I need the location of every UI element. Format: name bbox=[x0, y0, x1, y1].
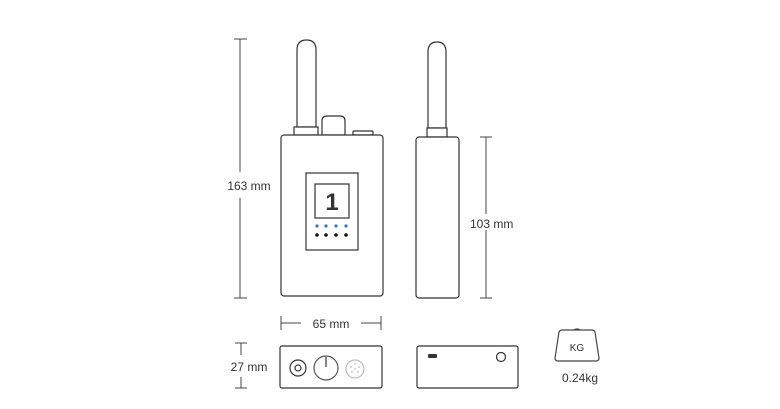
depth-dimension: 27 mm bbox=[231, 342, 268, 389]
weight-icon-label: KG bbox=[570, 343, 585, 354]
side-height-label: 103 mm bbox=[470, 217, 513, 231]
status-leds bbox=[315, 224, 348, 228]
height-dimension: 163 mm bbox=[227, 38, 271, 299]
antenna-base bbox=[293, 126, 319, 136]
volume-knob bbox=[313, 355, 339, 381]
side-view bbox=[415, 41, 460, 299]
side-antenna-base bbox=[426, 127, 448, 138]
channel-display bbox=[314, 183, 350, 219]
top-view bbox=[279, 345, 383, 389]
side-body bbox=[415, 136, 460, 299]
channel-number: 1 bbox=[325, 189, 338, 216]
front-view: 1 bbox=[280, 39, 384, 297]
antenna bbox=[296, 39, 317, 128]
usb-port bbox=[428, 354, 437, 358]
bottom-view bbox=[416, 345, 519, 389]
volume-knob-top bbox=[321, 115, 346, 136]
weight-icon: KG bbox=[554, 328, 600, 362]
depth-label: 27 mm bbox=[231, 360, 268, 374]
height-label: 163 mm bbox=[227, 179, 270, 193]
width-label: 65 mm bbox=[313, 317, 350, 331]
side-height-dimension: 103 mm bbox=[470, 136, 513, 299]
side-antenna bbox=[427, 41, 447, 129]
width-dimension: 65 mm bbox=[280, 316, 382, 331]
weight-value: 0.24kg bbox=[562, 371, 598, 385]
reset-hole bbox=[495, 351, 507, 363]
